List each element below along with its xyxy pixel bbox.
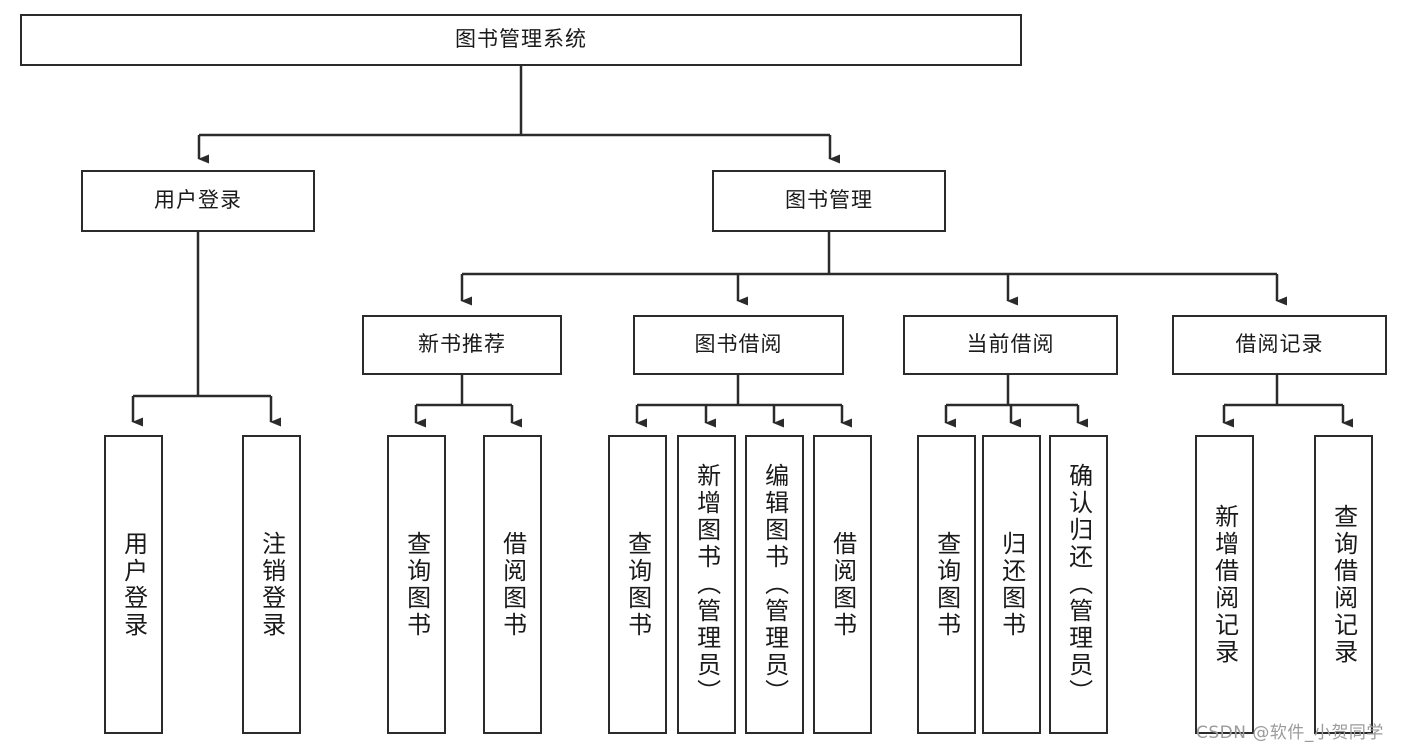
leaf-user-login-logout[interactable]: 注销登录 (242, 435, 301, 734)
node-label: 用户登录 (154, 188, 242, 213)
node-current-borrow[interactable]: 当前借阅 (903, 315, 1118, 375)
node-label: 注销登录 (257, 530, 286, 639)
leaf-current-borrow-return[interactable]: 归还图书 (982, 435, 1041, 734)
node-label: 借阅图书 (498, 530, 527, 639)
node-label: 查询图书 (402, 530, 431, 639)
node-label: 图书管理系统 (455, 27, 587, 52)
leaf-book-borrow-query[interactable]: 查询图书 (608, 435, 667, 734)
leaf-new-book-query[interactable]: 查询图书 (387, 435, 446, 734)
node-label: 查询图书 (932, 530, 961, 639)
node-new-book-recommend[interactable]: 新书推荐 (362, 315, 562, 375)
node-label: 新增图书（管理员） (692, 463, 721, 706)
node-root-system[interactable]: 图书管理系统 (20, 14, 1022, 66)
leaf-current-borrow-query[interactable]: 查询图书 (917, 435, 976, 734)
csdn-watermark: CSDN @软件_小贺同学 (1196, 723, 1384, 743)
node-label: 图书管理 (785, 188, 873, 213)
node-label: 新增借阅记录 (1210, 503, 1239, 666)
node-label: 借阅记录 (1235, 332, 1324, 357)
leaf-book-borrow-add[interactable]: 新增图书（管理员） (677, 435, 736, 734)
node-label: 确认归还（管理员） (1064, 463, 1093, 706)
leaf-user-login-login[interactable]: 用户登录 (104, 435, 163, 734)
leaf-borrow-record-query[interactable]: 查询借阅记录 (1314, 435, 1373, 734)
node-label: 归还图书 (997, 530, 1026, 639)
node-label: 新书推荐 (418, 332, 506, 357)
node-label: 查询图书 (623, 530, 652, 639)
node-book-management[interactable]: 图书管理 (712, 170, 946, 232)
node-user-login[interactable]: 用户登录 (81, 170, 315, 232)
node-borrow-record[interactable]: 借阅记录 (1172, 315, 1387, 375)
leaf-new-book-borrow[interactable]: 借阅图书 (483, 435, 542, 734)
node-book-borrow[interactable]: 图书借阅 (633, 315, 844, 375)
leaf-book-borrow-borrow[interactable]: 借阅图书 (813, 435, 872, 734)
leaf-current-borrow-confirm-return[interactable]: 确认归还（管理员） (1049, 435, 1108, 734)
leaf-book-borrow-edit[interactable]: 编辑图书（管理员） (745, 435, 804, 734)
node-label: 编辑图书（管理员） (760, 463, 789, 706)
node-label: 查询借阅记录 (1329, 503, 1358, 666)
node-label: 借阅图书 (828, 530, 857, 639)
node-label: 当前借阅 (966, 332, 1055, 357)
leaf-borrow-record-add[interactable]: 新增借阅记录 (1195, 435, 1254, 734)
node-label: 图书借阅 (694, 332, 783, 357)
node-label: 用户登录 (119, 530, 148, 639)
